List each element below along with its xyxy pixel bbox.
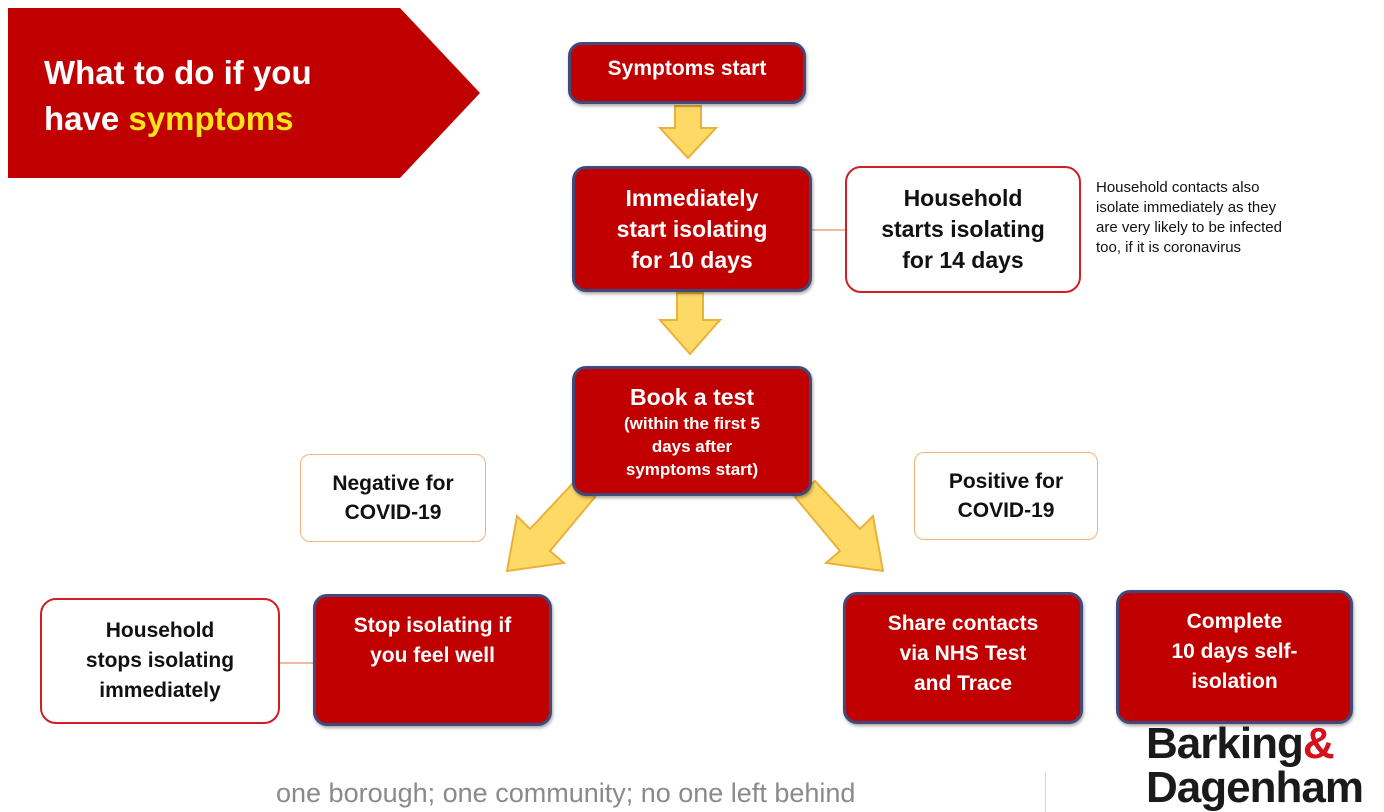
share-contacts-box: Share contacts via NHS Test and Trace	[843, 592, 1083, 724]
title-highlight: symptoms	[128, 100, 294, 137]
arrow-diag-right	[793, 479, 885, 573]
book-test-box: Book a test (within the first 5 days aft…	[572, 366, 812, 496]
logo-word-barking: Barking	[1146, 719, 1304, 768]
household-starts-isolating-box: Household starts isolating for 14 days	[845, 166, 1081, 293]
arrow-diag-left	[505, 479, 597, 573]
positive-result-label: Positive for COVID-19	[914, 452, 1098, 540]
logo-line-2: Dagenham	[1146, 763, 1364, 812]
footer-divider	[1045, 772, 1046, 812]
book-test-subtitle: (within the first 5 days after symptoms …	[624, 413, 760, 479]
stop-isolating-box: Stop isolating if you feel well	[313, 594, 552, 726]
arrow-down-1	[657, 105, 719, 160]
arrow-down-2	[657, 292, 723, 356]
title-banner	[8, 8, 480, 178]
household-contacts-note: Household contacts also isolate immediat…	[1096, 179, 1282, 256]
title-line-2: have symptoms	[44, 96, 404, 142]
symptoms-start-box: Symptoms start	[568, 42, 806, 104]
complete-isolation-box: Complete 10 days self- isolation	[1116, 590, 1353, 724]
title-line-2-prefix: have	[44, 100, 129, 137]
connector-stop-household	[280, 662, 313, 664]
book-test-title: Book a test	[630, 383, 754, 410]
logo-ampersand: &	[1302, 719, 1335, 768]
footer-slogan: one borough; one community; no one left …	[276, 778, 856, 808]
title-line-1: What to do if you	[44, 54, 312, 91]
negative-result-label: Negative for COVID-19	[300, 454, 486, 542]
start-isolating-box: Immediately start isolating for 10 days	[572, 166, 812, 292]
connector-isolate-household	[812, 229, 845, 231]
household-stops-isolating-box: Household stops isolating immediately	[40, 598, 280, 724]
barking-dagenham-logo: Barking& Dagenham	[1146, 722, 1376, 810]
page-title: What to do if you have symptoms	[44, 50, 404, 142]
logo-line-1: Barking&	[1146, 722, 1376, 766]
